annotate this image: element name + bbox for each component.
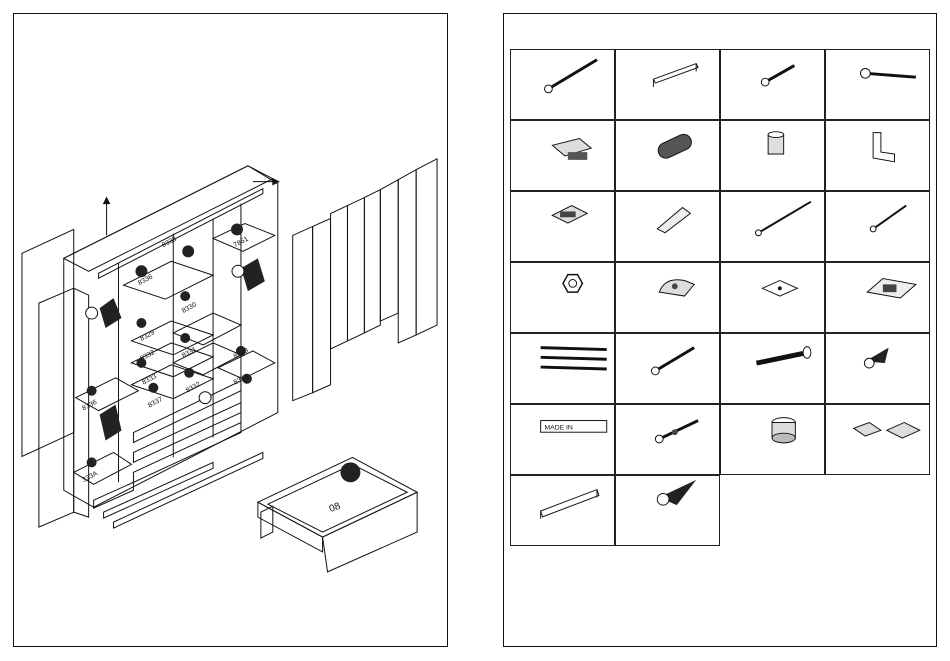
wedge-icon	[616, 192, 719, 261]
part-cell	[615, 191, 720, 262]
long-screw-icon	[511, 50, 614, 119]
panel-label: 8331	[181, 346, 198, 360]
short-nail-icon	[826, 192, 929, 261]
part-cell	[825, 333, 930, 404]
clip-bracket-icon	[511, 192, 614, 261]
side-panel-left	[22, 229, 74, 456]
drawer-diagram	[258, 457, 417, 571]
part-cell	[510, 475, 615, 546]
part-cell	[615, 475, 720, 546]
part-cell	[825, 404, 930, 475]
wooden-dowel-icon	[616, 121, 719, 190]
panel-label: 8336	[81, 399, 98, 413]
hex-nut-icon	[511, 263, 614, 332]
panel-label: 8333	[161, 236, 178, 250]
l-bracket-icon	[826, 121, 929, 190]
cam-lock-icon	[721, 121, 824, 190]
side-panel-front	[39, 288, 74, 527]
hardware-parts-page: MADE IN	[503, 13, 937, 647]
part-cell	[720, 49, 825, 120]
bolt-icon	[721, 334, 824, 403]
part-cell	[615, 404, 720, 475]
hinge-pair-icon	[826, 405, 929, 474]
long-nail-icon	[721, 192, 824, 261]
part-cell	[825, 191, 930, 262]
panel-label: 8332	[139, 349, 156, 363]
panel-label: 8337	[147, 396, 164, 410]
part-cell	[615, 333, 720, 404]
part-cell	[825, 49, 930, 120]
screw-anchor-icon	[616, 476, 719, 545]
shelf-support-icon	[616, 263, 719, 332]
drawer-runner-icon	[511, 334, 614, 403]
hinge-icon	[826, 263, 929, 332]
label-sticker-icon: MADE IN	[511, 405, 614, 474]
part-cell	[510, 120, 615, 191]
part-cell	[825, 262, 930, 333]
machine-screw-icon	[616, 334, 719, 403]
part-cell	[720, 191, 825, 262]
panel-label: 8329	[139, 329, 156, 343]
wall-anchor-icon	[826, 334, 929, 403]
door-panel	[293, 226, 313, 400]
part-cell	[510, 262, 615, 333]
panel-label: 8332	[185, 381, 202, 395]
sticker-text: MADE IN	[545, 424, 573, 431]
cam-fitting-icon	[721, 405, 824, 474]
part-cell	[720, 262, 825, 333]
assembly-page: 8333 8336 7861 8329 8330 8332 8331 8333 …	[13, 13, 448, 647]
part-cell	[615, 49, 720, 120]
handle-bar-icon	[616, 50, 719, 119]
panel-label: 8330	[181, 301, 198, 315]
long-handle-icon	[511, 476, 614, 545]
part-cell: MADE IN	[510, 404, 615, 475]
part-cell	[720, 404, 825, 475]
part-cell	[825, 120, 930, 191]
part-cell	[510, 333, 615, 404]
connector-bolt-icon	[616, 405, 719, 474]
part-cell	[510, 49, 615, 120]
wood-screw-icon	[826, 50, 929, 119]
part-cell	[720, 333, 825, 404]
part-cell	[615, 262, 720, 333]
part-cell	[615, 120, 720, 191]
drawer-label: 08	[328, 501, 343, 515]
hinge-plate-icon	[511, 121, 614, 190]
wardrobe-carcass	[64, 166, 278, 507]
part-cell	[720, 120, 825, 191]
part-cell	[510, 191, 615, 262]
wardrobe-exploded-diagram: 8333 8336 7861 8329 8330 8332 8331 8333 …	[14, 14, 447, 646]
mounting-plate-icon	[721, 263, 824, 332]
short-screw-icon	[721, 50, 824, 119]
